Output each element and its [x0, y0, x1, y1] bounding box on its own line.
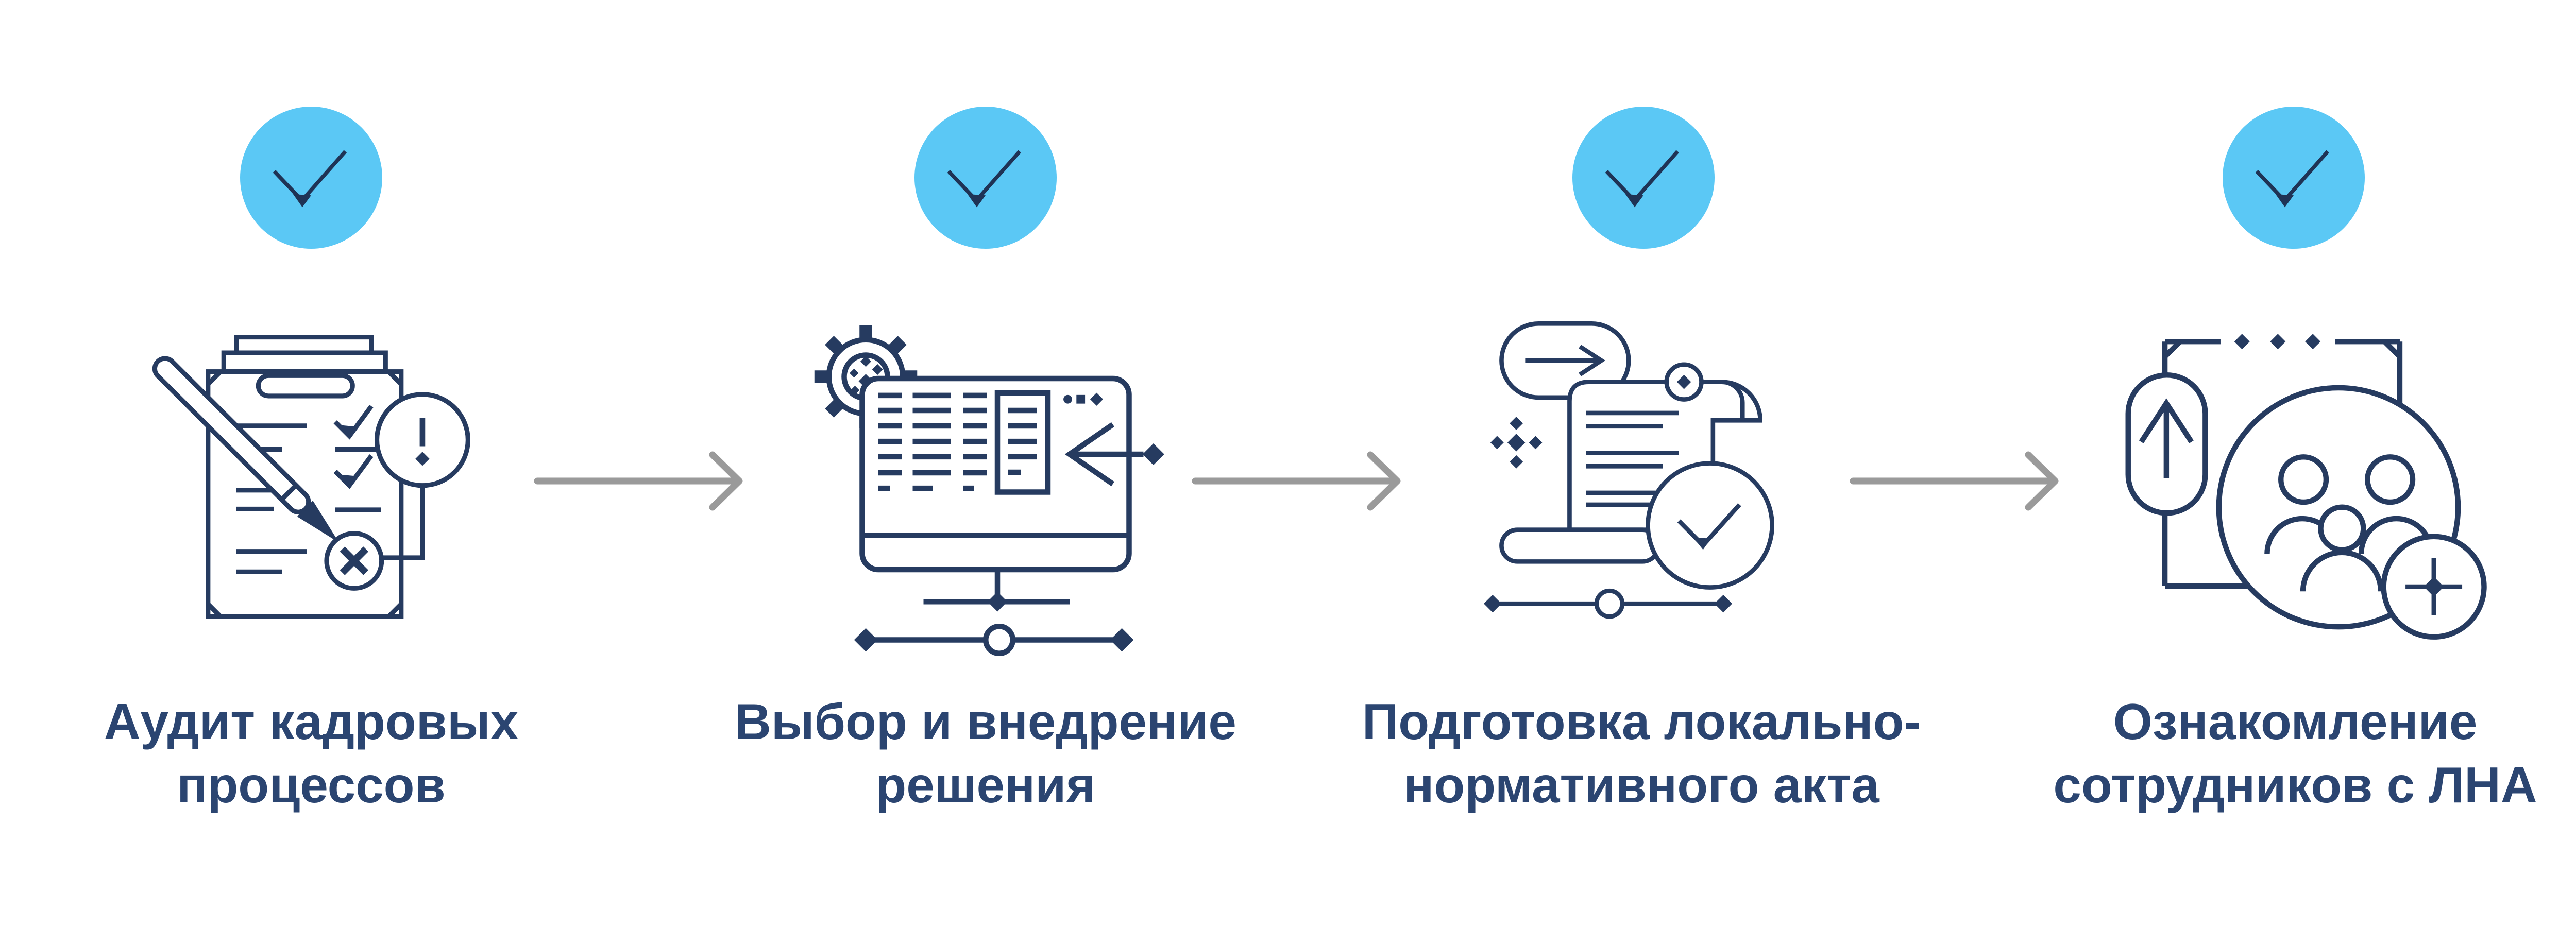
step-3-label-line1: Подготовка локально-	[1362, 693, 1921, 750]
step-3-status-badge	[1572, 107, 1715, 249]
step-1-label-line1: Аудит кадровых	[104, 693, 519, 750]
employees-group-icon	[2125, 334, 2487, 640]
step-4-label: Ознакомление сотрудников с ЛНА	[1976, 690, 2576, 817]
step-2-status-badge	[914, 107, 1057, 249]
step-1-label-line2: процессов	[177, 757, 446, 814]
check-badge-icon	[240, 107, 382, 249]
arrow-right-icon	[534, 451, 743, 511]
step-4-status-badge	[2223, 107, 2365, 249]
step-2-label-line2: решения	[875, 757, 1096, 814]
arrow-right-icon	[1192, 451, 1401, 511]
step-1-status-badge	[240, 107, 382, 249]
check-badge-icon	[2223, 107, 2365, 249]
clipboard-audit-icon	[152, 335, 470, 619]
check-badge-icon	[914, 107, 1057, 249]
step-2-label-line1: Выбор и внедрение	[735, 693, 1236, 750]
arrow-right-icon	[1850, 451, 2059, 511]
step-1-label: Аудит кадровых процессов	[0, 690, 631, 817]
step-3-label: Подготовка локально- нормативного акта	[1322, 690, 1961, 817]
monitor-gear-icon	[814, 325, 1164, 656]
step-2-label: Выбор и внедрение решения	[666, 690, 1305, 817]
check-badge-icon	[1572, 107, 1715, 249]
document-scroll-check-icon	[1484, 321, 1774, 619]
step-3-label-line2: нормативного акта	[1403, 757, 1879, 814]
step-4-label-line2: сотрудников с ЛНА	[2053, 757, 2537, 814]
step-4-label-line1: Ознакомление	[2113, 693, 2478, 750]
